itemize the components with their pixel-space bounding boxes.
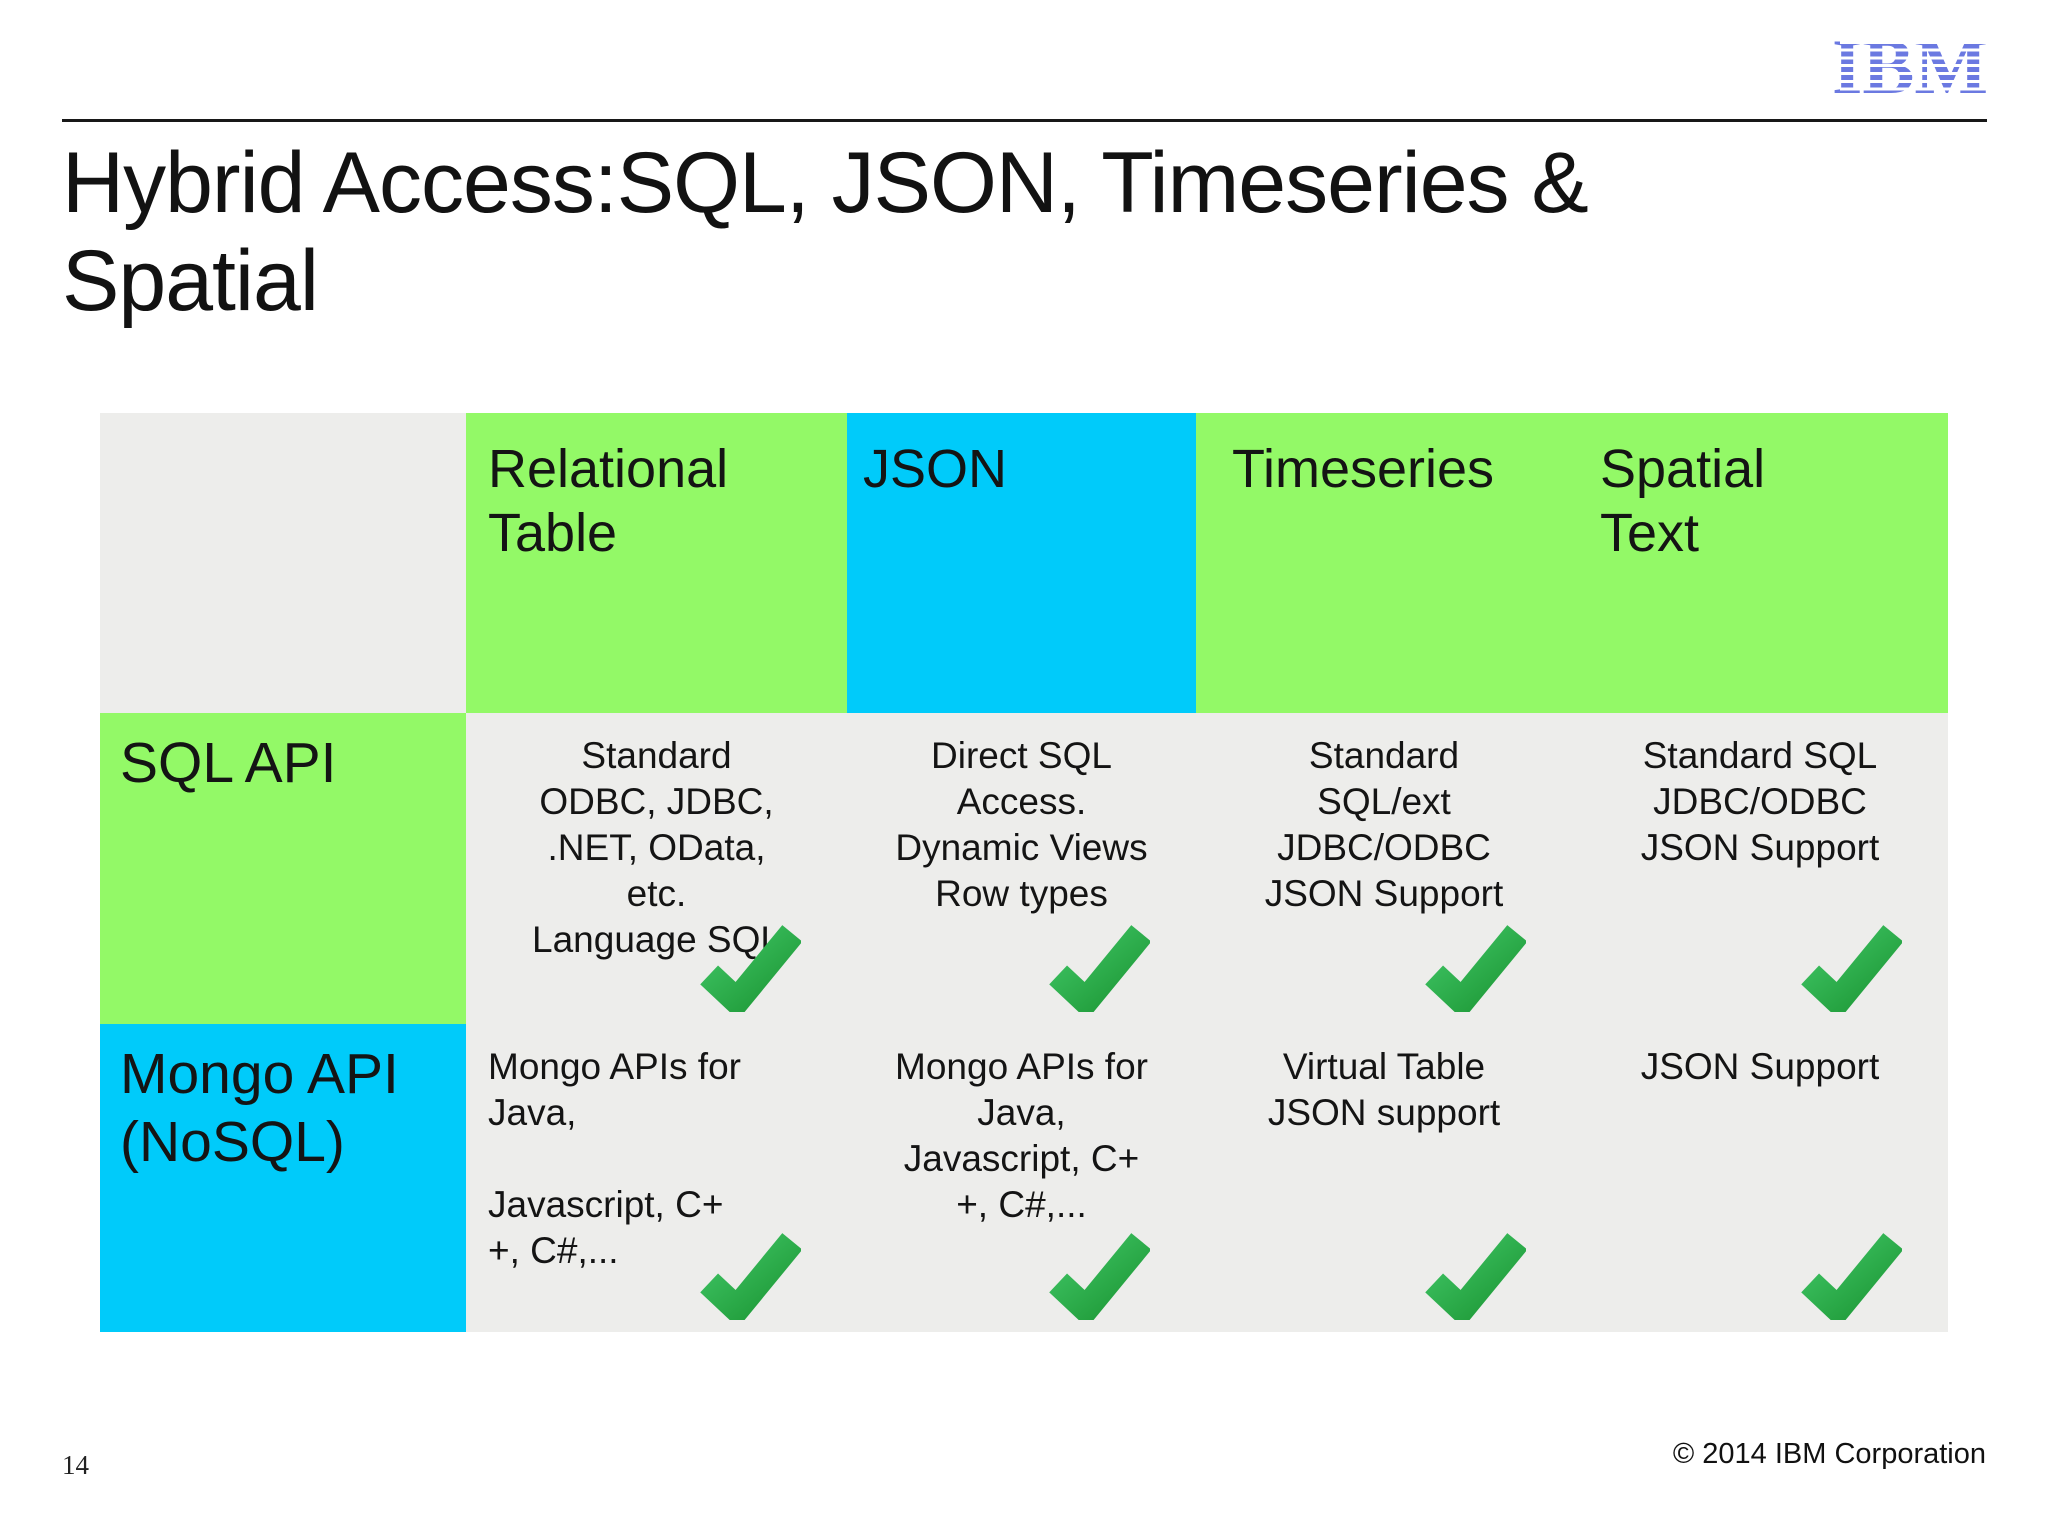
cell-line: JSON support xyxy=(1267,1092,1501,1133)
row-header-sql-api: SQL API xyxy=(100,713,466,1024)
corner-cell xyxy=(100,413,466,713)
row-header-line: SQL API xyxy=(120,731,337,795)
cell-line: Java, xyxy=(977,1092,1066,1133)
cell-text: JSON Support xyxy=(1572,1024,1948,1090)
cell-line: Dynamic Views xyxy=(895,827,1148,868)
cell-mongo-timeseries: Virtual Table JSON support xyxy=(1196,1024,1572,1332)
ibm-logo-text: IBM xyxy=(1832,23,1988,110)
cell-sqlapi-timeseries: Standard SQL/ext JDBC/ODBC JSON Support xyxy=(1196,713,1572,1024)
checkmark-icon xyxy=(700,925,801,1012)
cell-line: Mongo APIs for xyxy=(488,1046,741,1087)
page-number: 14 xyxy=(62,1450,89,1480)
cell-text: Standard SQL/ext JDBC/ODBC JSON Support xyxy=(1196,713,1572,917)
checkmark-icon xyxy=(1425,1233,1526,1320)
cell-line: Javascript, C+ xyxy=(488,1184,724,1225)
cell-line: Row types xyxy=(935,873,1108,914)
header-line: JSON xyxy=(863,439,1008,499)
cell-line: Javascript, C+ xyxy=(903,1138,1140,1179)
row-header-line: Mongo API xyxy=(120,1042,399,1106)
cell-line: +, C#,... xyxy=(488,1230,619,1271)
cell-line: Standard xyxy=(1308,735,1460,776)
cell-line: +, C#,... xyxy=(956,1184,1087,1225)
cell-mongo-json: Mongo APIs for Java, Javascript, C+ +, C… xyxy=(847,1024,1196,1332)
cell-line: SQL/ext xyxy=(1317,781,1451,822)
column-header-spatial-text: Spatial Text xyxy=(1572,413,1948,713)
cell-line: JSON Support xyxy=(1640,1046,1880,1087)
cell-text: Mongo APIs for Java, Javascript, C+ +, C… xyxy=(847,1024,1196,1228)
cell-mongo-spatial: JSON Support xyxy=(1572,1024,1948,1332)
cell-line: .NET, OData, xyxy=(547,827,766,868)
cell-text: Direct SQL Access. Dynamic Views Row typ… xyxy=(847,713,1196,917)
cell-line: Virtual Table xyxy=(1282,1046,1486,1087)
cell-sqlapi-spatial: Standard SQL JDBC/ODBC JSON Support xyxy=(1572,713,1948,1024)
cell-text: Standard SQL JDBC/ODBC JSON Support xyxy=(1572,713,1948,871)
checkmark-icon xyxy=(1049,925,1150,1012)
cell-line xyxy=(488,1136,813,1182)
slide-title-line-1: Hybrid Access:SQL, JSON, Timeseries & xyxy=(62,135,1589,231)
cell-sqlapi-relational: Standard ODBC, JDBC, .NET, OData, etc. L… xyxy=(466,713,847,1024)
cell-text: Mongo APIs for Java, Javascript, C+ +, C… xyxy=(466,1024,847,1274)
cell-line: Direct SQL xyxy=(931,735,1112,776)
header-line: Timeseries xyxy=(1232,439,1495,499)
copyright: © 2014 IBM Corporation xyxy=(1672,1438,1986,1470)
cell-text: Standard ODBC, JDBC, .NET, OData, etc. L… xyxy=(466,713,847,963)
row-header-mongo-api: Mongo API (NoSQL) xyxy=(100,1024,466,1332)
feature-table: Relational Table JSON Timeseries Spatial… xyxy=(100,413,1948,1332)
cell-line: JSON Support xyxy=(1264,873,1504,914)
column-header-json: JSON xyxy=(847,413,1196,713)
ibm-logo: IBM xyxy=(1832,28,1994,106)
header-line: Table xyxy=(488,503,618,563)
checkmark-icon xyxy=(1425,925,1526,1012)
cell-line: Mongo APIs for xyxy=(895,1046,1148,1087)
cell-line: JDBC/ODBC xyxy=(1277,827,1491,868)
cell-line: Language SQL xyxy=(532,919,781,960)
cell-line: Standard xyxy=(581,735,732,776)
cell-line: ODBC, JDBC, xyxy=(539,781,774,822)
cell-text: Virtual Table JSON support xyxy=(1196,1024,1572,1136)
checkmark-icon xyxy=(1801,925,1902,1012)
header-line: Text xyxy=(1600,503,1700,563)
cell-line: JDBC/ODBC xyxy=(1653,781,1867,822)
cell-line: JSON Support xyxy=(1640,827,1880,868)
row-header-line: (NoSQL) xyxy=(120,1110,345,1174)
cell-sqlapi-json: Direct SQL Access. Dynamic Views Row typ… xyxy=(847,713,1196,1024)
cell-mongo-relational: Mongo APIs for Java, Javascript, C+ +, C… xyxy=(466,1024,847,1332)
header-line: Relational xyxy=(488,439,729,499)
column-header-timeseries: Timeseries xyxy=(1196,413,1572,713)
slide-title: Hybrid Access:SQL, JSON, Timeseries & Sp… xyxy=(62,134,1862,330)
divider-rule xyxy=(62,119,1987,122)
cell-line: Standard SQL xyxy=(1642,735,1878,776)
checkmark-icon xyxy=(1801,1233,1902,1320)
checkmark-icon xyxy=(1049,1233,1150,1320)
header-line: Spatial xyxy=(1600,439,1766,499)
checkmark-icon xyxy=(700,1233,801,1320)
slide-title-line-2: Spatial xyxy=(62,233,319,329)
column-header-relational-table: Relational Table xyxy=(466,413,847,713)
cell-line: Java, xyxy=(488,1092,577,1133)
cell-line: etc. xyxy=(626,873,687,914)
cell-line: Access. xyxy=(956,781,1087,822)
